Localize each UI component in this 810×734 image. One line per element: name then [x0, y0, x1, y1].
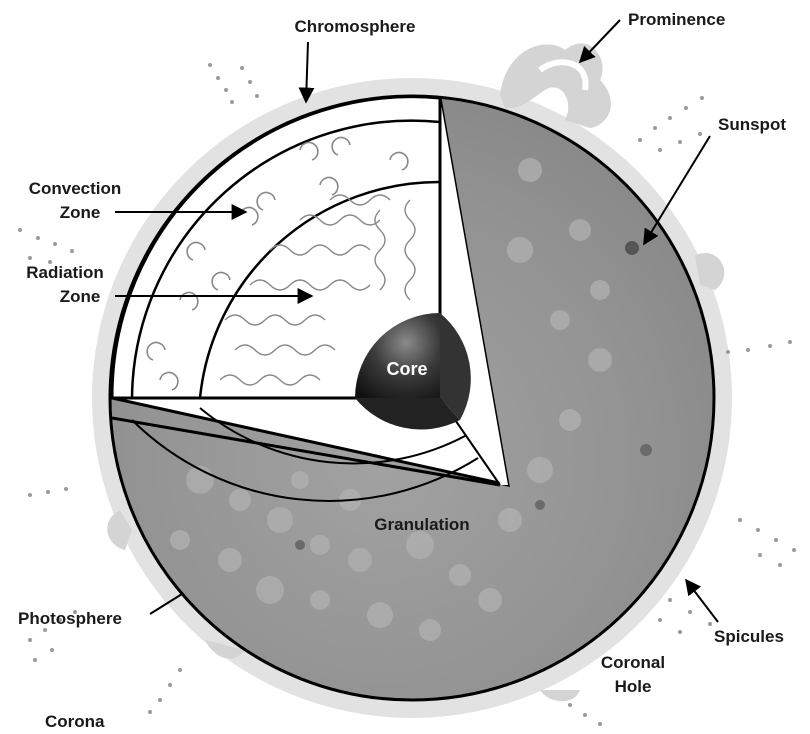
label-prominence: Prominence [628, 10, 725, 29]
label-radiation-line1: Radiation [26, 263, 103, 282]
label-sunspot: Sunspot [718, 115, 786, 134]
label-radiation-line2: Zone [60, 287, 101, 306]
label-convection-line1: Convection [29, 179, 122, 198]
label-granulation: Granulation [374, 515, 469, 534]
label-spicules: Spicules [714, 627, 784, 646]
label-convection-line2: Zone [60, 203, 101, 222]
label-corona: Corona [45, 712, 105, 731]
label-coronal-line2: Hole [615, 677, 652, 696]
label-coronal-line1: Coronal [601, 653, 665, 672]
sunspot-mark [625, 241, 639, 255]
label-core: Core [386, 359, 427, 379]
label-photosphere: Photosphere [18, 609, 122, 628]
label-chromosphere: Chromosphere [295, 17, 416, 36]
